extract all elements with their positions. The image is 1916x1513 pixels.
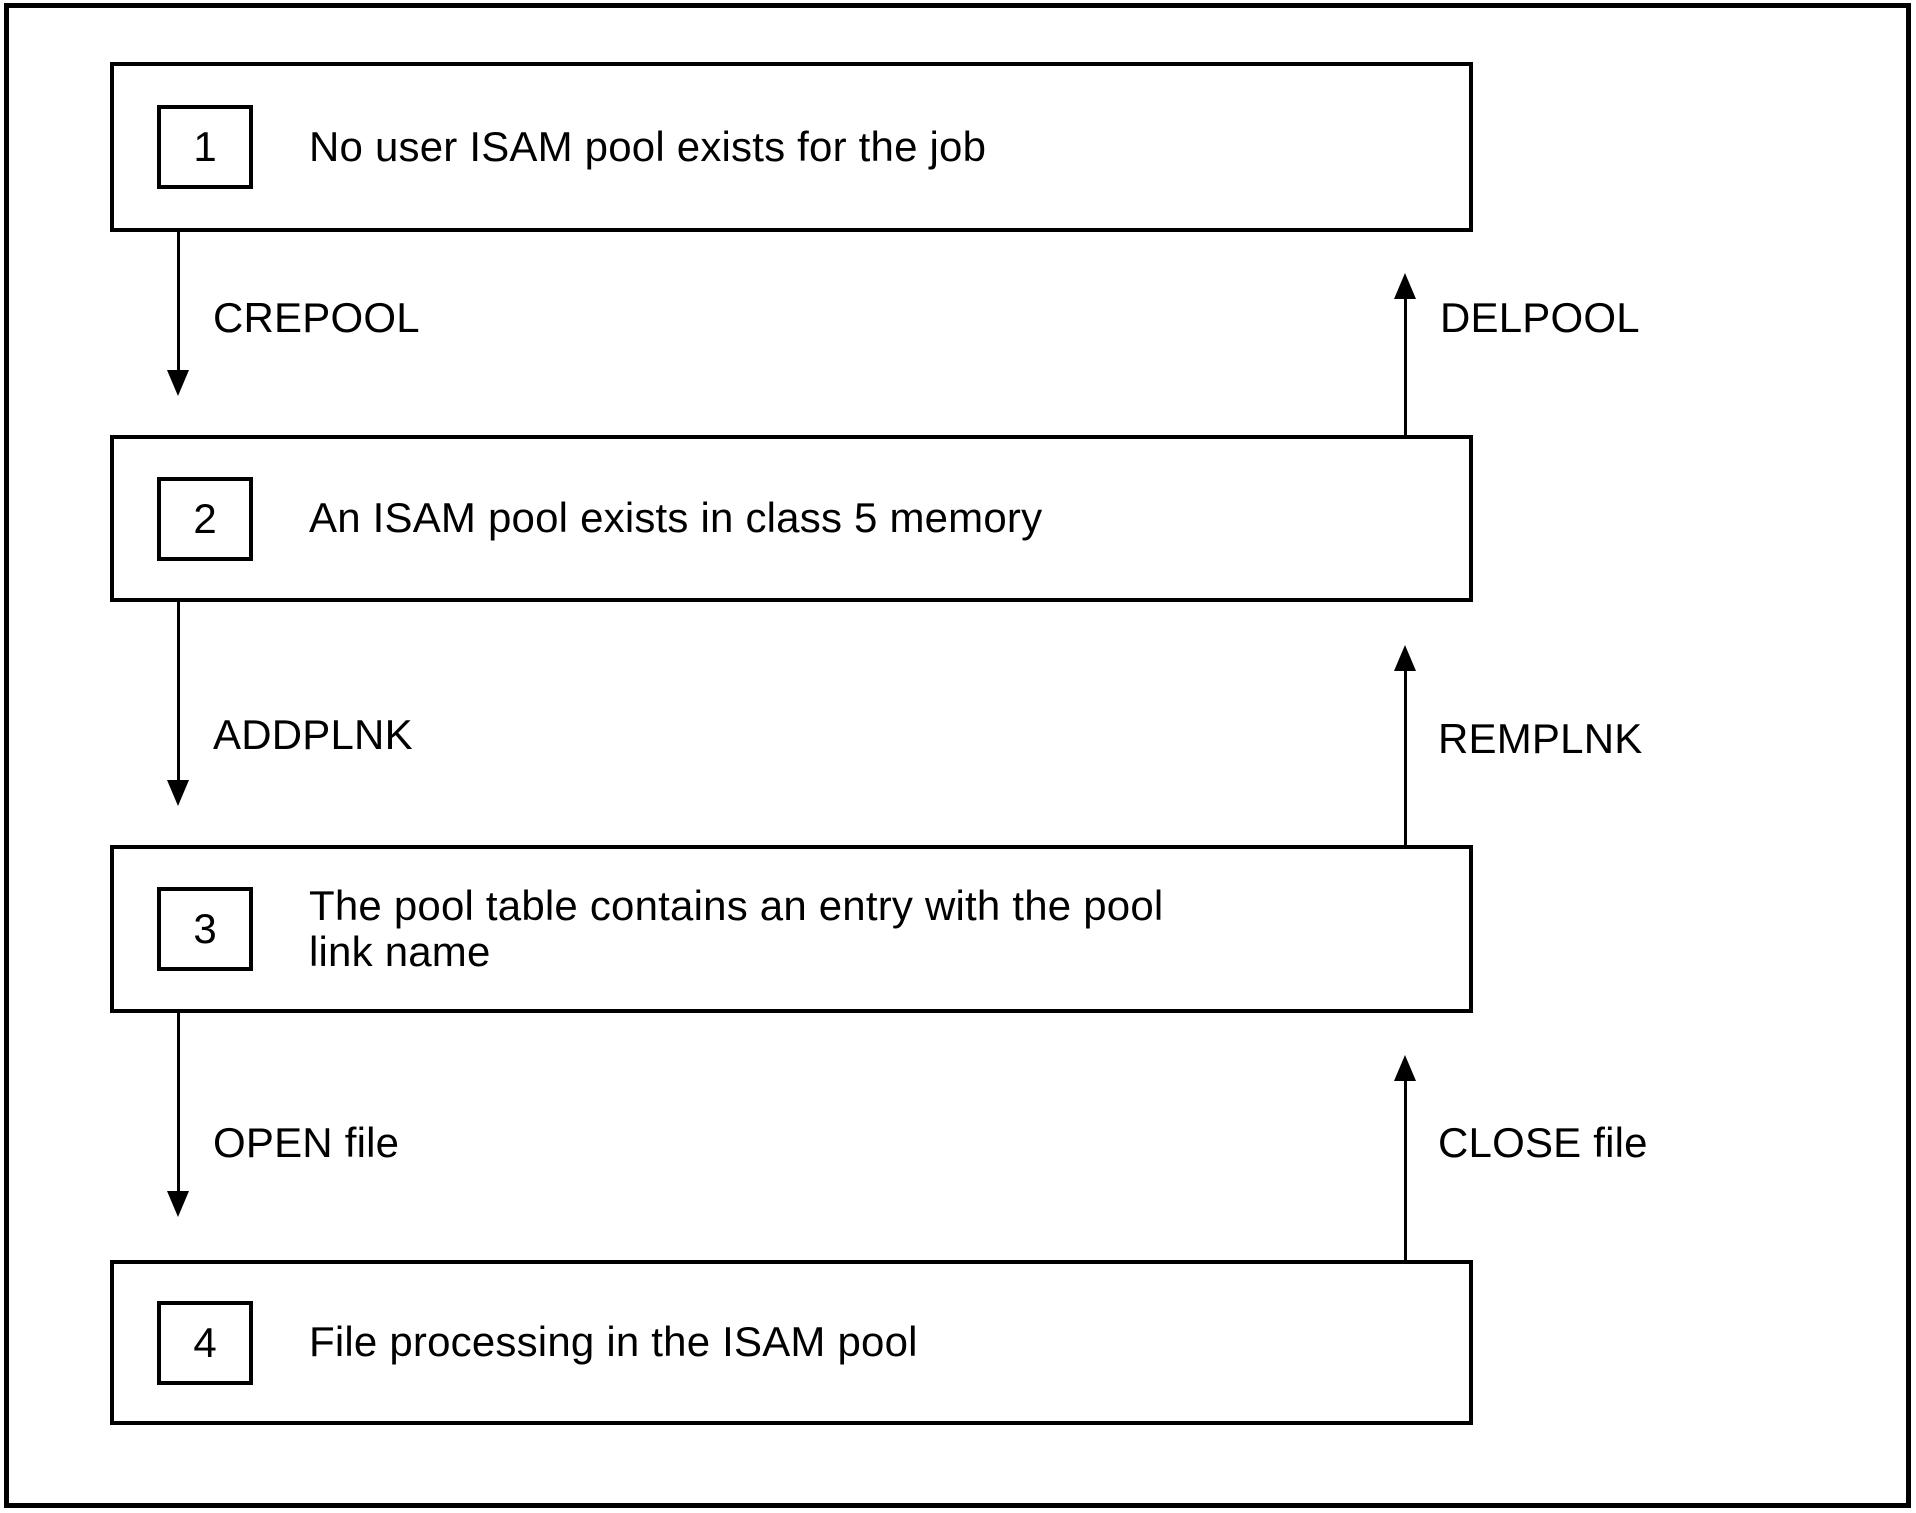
state-box-4: 4 File processing in the ISAM pool (110, 1260, 1473, 1425)
state-number-box-4: 4 (157, 1300, 253, 1385)
crepool-arrowhead-down-icon (167, 370, 189, 396)
remplnk-label: REMPLNK (1438, 715, 1643, 762)
state-label-1: No user ISAM pool exists for the job (309, 122, 987, 170)
open-file-arrowhead-down-icon (167, 1191, 189, 1217)
state-number-1: 1 (193, 123, 217, 170)
crepool-label: CREPOOL (213, 294, 420, 341)
open-file-label: OPEN file (213, 1119, 400, 1166)
state-number-box-3: 3 (157, 887, 253, 971)
state-box-3: 3 The pool table contains an entry with … (110, 845, 1473, 1013)
state-number-box-1: 1 (157, 105, 253, 189)
state-label-4: File processing in the ISAM pool (309, 1318, 918, 1366)
state-label-2: An ISAM pool exists in class 5 memory (309, 494, 1043, 542)
addplnk-arrow-line (177, 602, 180, 782)
close-file-arrow-line (1404, 1079, 1407, 1260)
state-box-1: 1 No user ISAM pool exists for the job (110, 62, 1473, 232)
state-number-2: 2 (193, 494, 217, 542)
state-label-3: The pool table contains an entry with th… (309, 881, 1164, 975)
state-box-2: 2 An ISAM pool exists in class 5 memory (110, 435, 1473, 602)
remplnk-arrow-line (1404, 669, 1407, 845)
diagram-frame (4, 3, 1911, 1508)
crepool-arrow-line (177, 230, 180, 372)
open-file-arrow-line (177, 1013, 180, 1193)
delpool-arrow-line (1404, 297, 1407, 435)
state-number-4: 4 (193, 1318, 217, 1366)
close-file-label: CLOSE file (1438, 1119, 1648, 1166)
state-number-3: 3 (193, 905, 217, 952)
addplnk-label: ADDPLNK (213, 711, 413, 758)
delpool-label: DELPOOL (1440, 294, 1640, 341)
delpool-arrowhead-up-icon (1394, 273, 1416, 299)
state-number-box-2: 2 (157, 476, 253, 561)
addplnk-arrowhead-down-icon (167, 780, 189, 806)
close-file-arrowhead-up-icon (1394, 1055, 1416, 1081)
remplnk-arrowhead-up-icon (1394, 645, 1416, 671)
